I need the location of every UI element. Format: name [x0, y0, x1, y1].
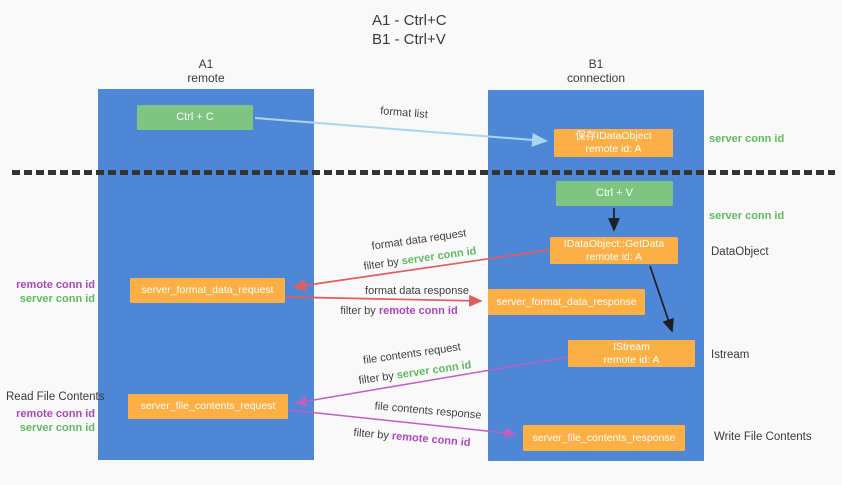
read-file-contents-label: Read File Contents [6, 391, 105, 403]
lane-b1-name: B1 [588, 57, 604, 71]
write-file-contents-label: Write File Contents [714, 431, 812, 443]
format-conn-id-pair: remote conn id server conn id [0, 278, 95, 306]
phase-separator-dotted-line [12, 170, 835, 175]
istream-box: IStream remote id: A [568, 340, 695, 367]
title-line-2: B1 - Ctrl+V [372, 31, 446, 48]
server-format-data-request-box: server_format_data_request [130, 278, 285, 303]
label-filter-by-remote-1: filter by remote conn id [340, 305, 457, 317]
getdata-line1: IDataObject::GetData [563, 237, 665, 250]
server-conn-id-label: server conn id [19, 422, 95, 434]
format-response-label: server_format_data_response [496, 295, 637, 308]
save-idataobject-box: 保存IDataObject remote id: A [554, 129, 673, 157]
arrow-format-data-response [285, 294, 483, 307]
server-file-contents-response-box: server_file_contents_response [523, 425, 685, 451]
server-conn-id-label: server conn id [19, 293, 95, 305]
ctrl-v-box: Ctrl + V [556, 181, 673, 206]
server-conn-id-mid-label: server conn id [709, 210, 785, 222]
server-file-contents-request-box: server_file_contents_request [128, 394, 288, 419]
ctrl-v-label: Ctrl + V [596, 187, 633, 199]
arrow-format-list [254, 117, 548, 147]
arrow-getdata-to-istream [649, 265, 674, 333]
lane-header-b1: B1 connection [488, 57, 704, 85]
save-idataobject-line1: 保存IDataObject [575, 130, 652, 142]
arrow-file-contents-request [294, 356, 568, 407]
label-format-data-response: format data response [365, 285, 469, 297]
server-format-data-response-box: server_format_data_response [488, 289, 645, 315]
idataobject-getdata-box: IDataObject::GetData remote id: A [550, 237, 678, 264]
lane-a1-name: A1 [198, 57, 214, 71]
server-conn-id-top-label: server conn id [709, 133, 785, 145]
filter-by-text: filter by [340, 305, 379, 317]
istream-line1: IStream [613, 340, 650, 353]
ctrl-c-label: Ctrl + C [176, 111, 214, 123]
diagram-title: A1 - Ctrl+C B1 - Ctrl+V [372, 11, 447, 49]
remote-conn-id-text: remote conn id [378, 305, 458, 317]
file-request-label: server_file_contents_request [140, 400, 276, 412]
lane-header-a1: A1 remote [98, 57, 314, 85]
ctrl-c-box: Ctrl + C [137, 105, 253, 130]
remote-conn-id-label: remote conn id [16, 408, 95, 420]
istream-side-label: Istream [711, 349, 750, 361]
remote-conn-id-label: remote conn id [16, 279, 95, 291]
istream-line2: remote id: A [603, 353, 660, 366]
lane-b1-role: connection [566, 71, 626, 85]
dataobject-label: DataObject [711, 246, 769, 258]
format-request-label: server_format_data_request [141, 284, 274, 296]
lane-a1-role: remote [187, 71, 225, 85]
title-line-1: A1 - Ctrl+C [372, 12, 447, 29]
file-conn-id-pair: remote conn id server conn id [0, 407, 95, 435]
file-response-label: server_file_contents_response [532, 431, 676, 444]
getdata-line2: remote id: A [585, 250, 643, 263]
arrow-format-data-request [292, 249, 550, 292]
arrow-file-contents-response [288, 409, 517, 439]
save-idataobject-line2: remote id: A [585, 143, 642, 155]
